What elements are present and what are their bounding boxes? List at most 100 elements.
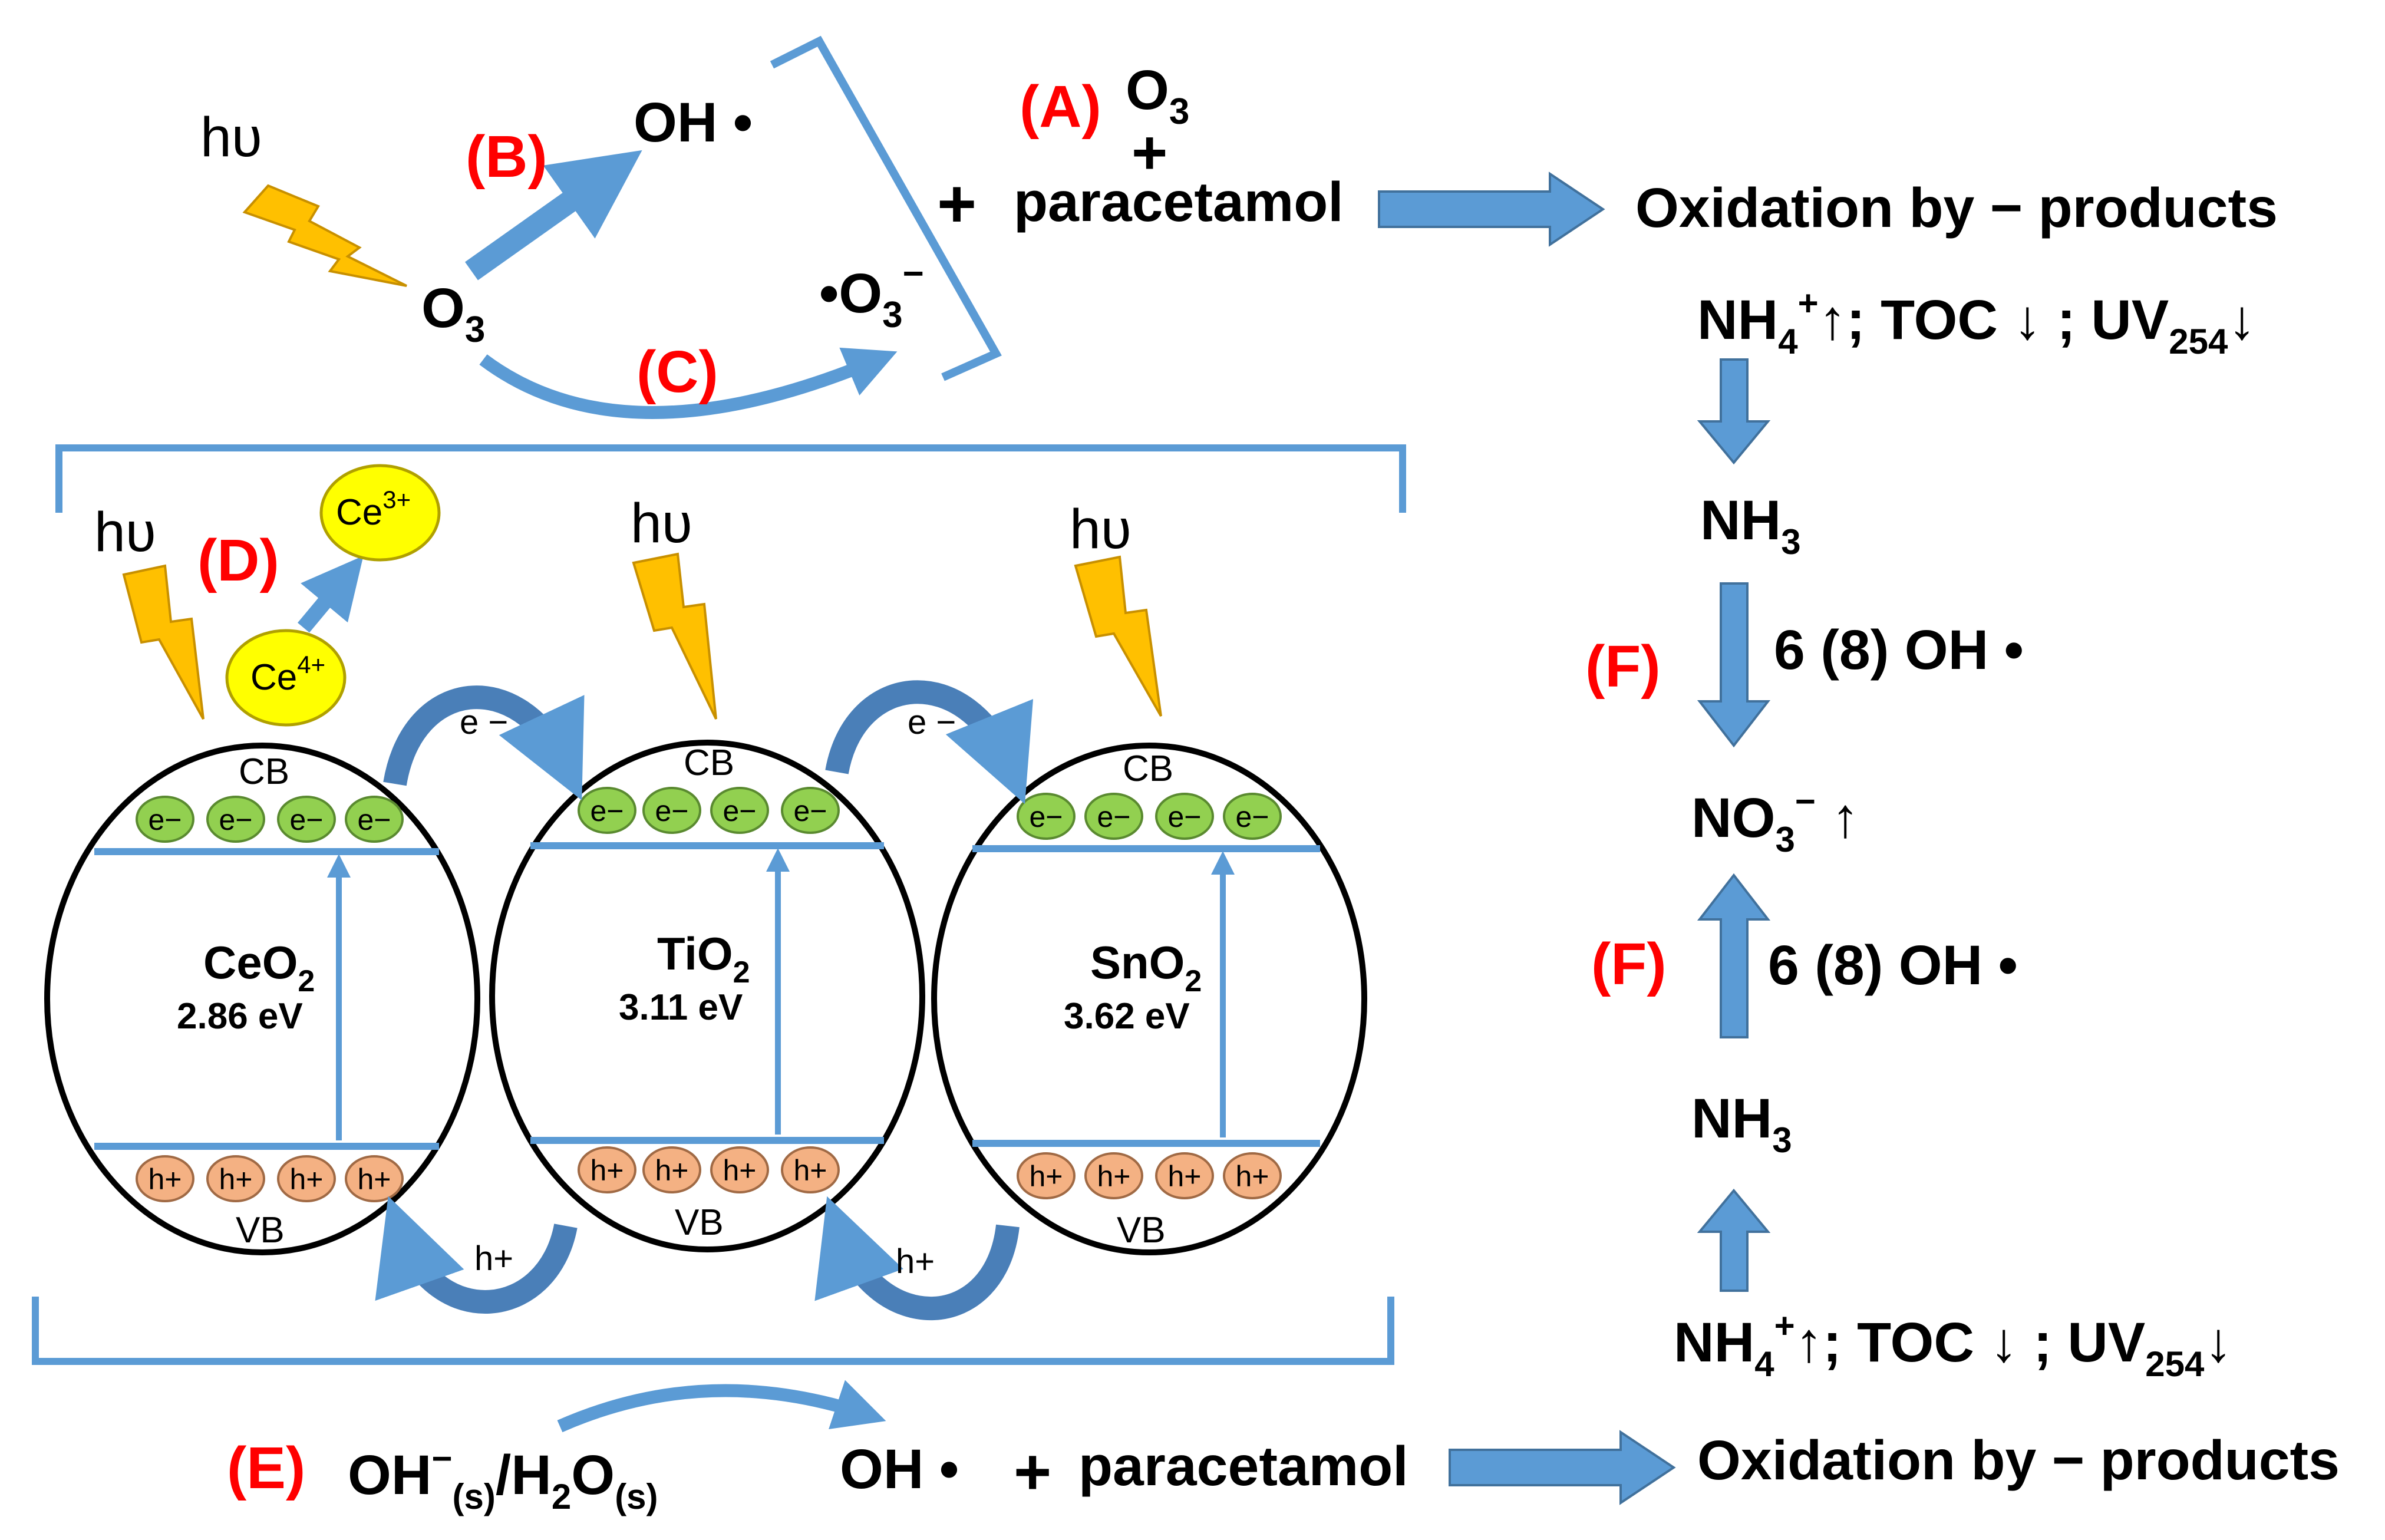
- nh3-bottom: NH3: [1691, 1087, 1792, 1160]
- hole-label-0-1: h+: [219, 1163, 252, 1196]
- hole-label-1-2: h+: [723, 1154, 756, 1187]
- arrow-icon: [479, 347, 898, 419]
- arrow-icon: [465, 150, 642, 281]
- hole-1-3: [781, 1146, 840, 1193]
- hole-2-1: [1084, 1152, 1143, 1199]
- electron-1-2: [710, 787, 769, 834]
- sno2-gap: 3.62 eV: [1064, 996, 1190, 1037]
- hole-2-0: [1017, 1152, 1076, 1199]
- electron-label-0-3: e−: [357, 803, 391, 836]
- electron-label-1-0: e−: [590, 794, 624, 827]
- o3-species: O3: [421, 277, 485, 350]
- hole-2-3: [1223, 1152, 1282, 1199]
- hole-transfer-label-1: h+: [474, 1239, 513, 1278]
- hole-0-2: [277, 1155, 336, 1202]
- arrow-icon: [383, 685, 585, 800]
- electron-0-2: [277, 796, 336, 843]
- products-bottom: Oxidation by − products: [1697, 1429, 2340, 1492]
- charge-carriers: e−h+e−h+e−h+e−h+e−h+e−h+e−h+e−h+e−h+e−h+…: [136, 787, 1282, 1202]
- hv-label-sno2: hυ: [1070, 498, 1132, 560]
- hv-label-top: hυ: [200, 106, 262, 169]
- label-e: (E): [227, 1435, 305, 1501]
- hole-0-1: [206, 1155, 265, 1202]
- hole-label-1-1: h+: [655, 1154, 688, 1187]
- electron-0-3: [345, 796, 404, 843]
- electron-label-2-2: e−: [1167, 800, 1201, 833]
- bracket-icon: [32, 1297, 1394, 1365]
- hole-1-0: [578, 1146, 636, 1193]
- hole-1-2: [710, 1146, 769, 1193]
- bracket-icon: [55, 444, 1406, 513]
- electron-0-1: [206, 796, 265, 843]
- ce3-label: Ce3+: [336, 486, 411, 533]
- electron-label-2-3: e−: [1235, 800, 1269, 833]
- ce4-label: Ce4+: [250, 651, 325, 698]
- paracetamol-top: paracetamol: [1014, 171, 1344, 233]
- tio2-particle: [489, 740, 925, 1252]
- o3-radical: •O3−: [819, 253, 924, 335]
- arrow-icon: [375, 1196, 578, 1314]
- arrow-icon: [1449, 1430, 1676, 1505]
- electron-2-1: [1084, 793, 1143, 840]
- electron-transfer-label-1: e −: [460, 703, 508, 741]
- ceo2-gap: 2.86 eV: [177, 996, 303, 1037]
- lightning-icon: [242, 184, 407, 287]
- arrow-icon: [814, 1196, 1020, 1320]
- lightning-icon: [632, 552, 717, 720]
- hole-1-1: [642, 1146, 701, 1193]
- tio2-gap: 3.11 eV: [619, 987, 743, 1028]
- hv-label-ceo2: hυ: [94, 501, 156, 563]
- electron-label-0-0: e−: [148, 803, 182, 836]
- arrow-icon: [1378, 172, 1605, 247]
- hole-0-0: [136, 1155, 194, 1202]
- electron-2-2: [1155, 793, 1214, 840]
- hole-label-1-3: h+: [793, 1154, 827, 1187]
- semiconductor-panel: hυ hυ hυ (D) Ce4+ Ce3+ CB VB CB VB: [44, 464, 1367, 1320]
- arrow-icon: [1697, 1188, 1771, 1292]
- electron-label-2-1: e−: [1097, 800, 1130, 833]
- arrow-icon: [298, 556, 364, 633]
- oh-top-chain: 6 (8) OH •: [1774, 619, 2024, 681]
- lightning-icon: [122, 564, 204, 720]
- oh-radical-top: OH •: [634, 91, 753, 154]
- hole-label-2-2: h+: [1167, 1160, 1201, 1193]
- cb-label-tio2: CB: [684, 743, 734, 783]
- label-f-top: (F): [1585, 634, 1661, 700]
- ceo2-particle: [44, 743, 480, 1255]
- hole-label-0-3: h+: [357, 1163, 391, 1196]
- oh-bottom-chain: 6 (8) OH •: [1768, 934, 2018, 997]
- reagent-o3: O3: [1126, 59, 1189, 132]
- hole-2-2: [1155, 1152, 1214, 1199]
- label-d: (D): [197, 527, 279, 593]
- cb-label-ceo2: CB: [239, 751, 289, 792]
- nh3-top: NH3: [1700, 489, 1801, 562]
- hv-label-tio2: hυ: [631, 492, 692, 555]
- hole-label-2-0: h+: [1029, 1160, 1063, 1193]
- electron-label-2-0: e−: [1029, 800, 1063, 833]
- electron-1-1: [642, 787, 701, 834]
- plus-sign-bottom: +: [1014, 1436, 1051, 1508]
- label-f-bottom: (F): [1591, 931, 1667, 997]
- arrow-icon: [1697, 582, 1771, 748]
- electron-transfer-label-2: e −: [908, 703, 956, 741]
- tio2-name: TiO2: [657, 928, 750, 990]
- arrow-icon: [825, 680, 1033, 804]
- hole-label-0-2: h+: [289, 1163, 323, 1196]
- paracetamol-bottom: paracetamol: [1078, 1435, 1408, 1498]
- electron-label-1-3: e−: [793, 794, 827, 827]
- cb-label-sno2: CB: [1123, 748, 1173, 789]
- arrow-icon: [557, 1380, 886, 1433]
- hole-label-2-3: h+: [1235, 1160, 1269, 1193]
- bracket-icon: [770, 35, 1002, 381]
- no3-species: NO3− ↑: [1691, 781, 1859, 859]
- label-a: (A): [1020, 74, 1101, 140]
- products-top: Oxidation by − products: [1635, 177, 2278, 239]
- plus-sign-top: +: [937, 166, 977, 242]
- electron-1-3: [781, 787, 840, 834]
- sno2-particle: [931, 743, 1367, 1255]
- oh-radical-bottom: OH •: [840, 1438, 959, 1501]
- vb-label-tio2: VB: [675, 1202, 724, 1243]
- ce4-circle: [225, 629, 347, 727]
